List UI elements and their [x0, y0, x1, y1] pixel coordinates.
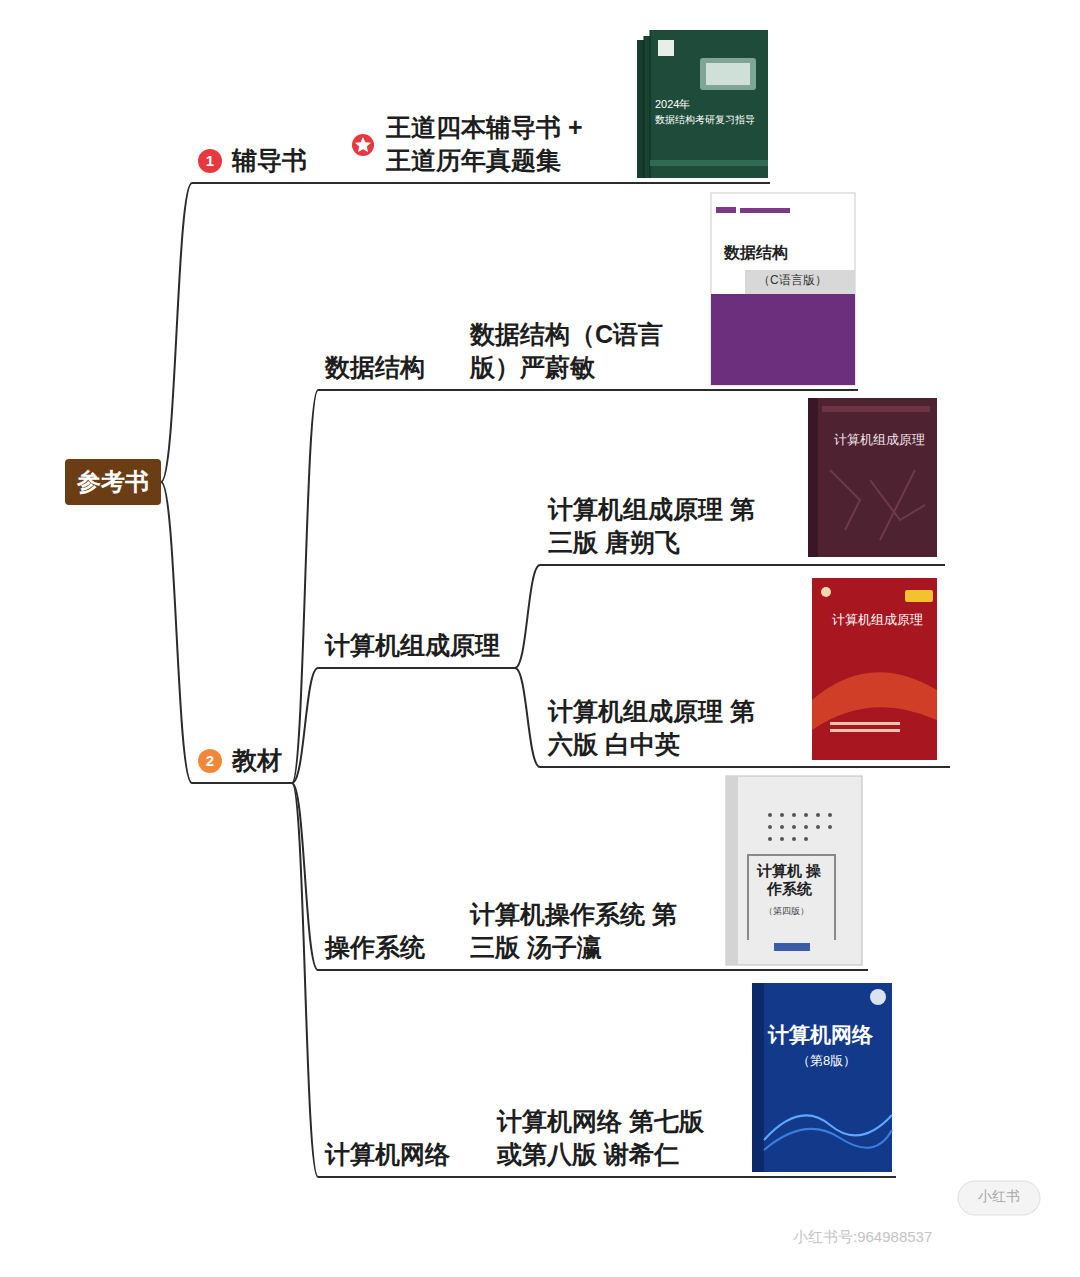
cover-title: （第四版） — [764, 906, 809, 917]
cover-title: 计算机 操作系统 — [752, 862, 826, 898]
network-book-cover — [752, 983, 892, 1172]
node-text: 计算机组成原理 第六版 白中英 — [548, 695, 770, 761]
node-text: 王道四本辅导书 + 王道历年真题集 — [386, 111, 596, 177]
node-text: 参考书 — [77, 466, 149, 498]
branch-connector — [515, 565, 540, 668]
callout-number: 1 — [198, 149, 222, 173]
node-text: 数据结构 — [325, 351, 425, 384]
cover-title: 计算机网络 — [768, 1022, 873, 1047]
organization-book-cover-6th — [812, 578, 937, 760]
wangdao-book-cover — [637, 30, 768, 178]
node-text: 计算机组成原理 第三版 唐朔飞 — [548, 493, 770, 559]
node-text: 操作系统 — [325, 931, 425, 964]
branch-node: 计算机组成原理 第六版 白中英 — [540, 695, 950, 768]
watermark-pill — [958, 1181, 1040, 1215]
branch-connector — [161, 482, 192, 783]
cover-title: 计算机组成原理 — [832, 612, 923, 628]
branch-node: 数据结构（C语言版）严蔚敏 — [466, 318, 858, 391]
cover-title: （第8版） — [797, 1053, 856, 1069]
branch-connector — [292, 390, 318, 783]
branch-connector — [292, 668, 318, 783]
node-text: 数据结构（C语言版）严蔚敏 — [470, 318, 675, 384]
branch-node: 2 教材 — [192, 744, 292, 784]
branch-node: 操作系统 — [318, 931, 458, 971]
organization-book-cover-3rd — [808, 398, 937, 557]
branch-connector — [515, 668, 540, 767]
node-text: 计算机操作系统 第三版 汤子瀛 — [470, 898, 692, 964]
star-badge — [352, 134, 374, 156]
branch-node: 计算机组成原理 — [318, 629, 515, 669]
branch-connector — [458, 389, 466, 391]
os-book-cover — [726, 776, 862, 965]
branch-node: 计算机组成原理 第三版 唐朔飞 — [540, 493, 945, 566]
cover-title: 计算机组成原理 — [834, 432, 925, 448]
node-text: 辅导书 — [232, 144, 307, 177]
node-text: 计算机组成原理 — [325, 629, 500, 662]
branch-node: 计算机网络 — [318, 1138, 488, 1178]
cover-title: 数据结构考研复习指导 — [655, 114, 755, 126]
branch-connector — [292, 783, 318, 1177]
cover-title: 2024年 — [655, 98, 690, 111]
branch-node: 计算机网络 第七版或第八版 谢希仁 — [494, 1105, 896, 1178]
node-text: 计算机网络 — [325, 1138, 450, 1171]
branch-node: 数据结构 — [318, 351, 458, 391]
branch-connector — [458, 969, 466, 971]
branch-node: 1 辅导书 — [192, 144, 342, 184]
cover-title: 数据结构 — [724, 243, 788, 262]
branch-connector — [292, 783, 318, 970]
watermark: 小红书号:964988537 — [793, 1228, 932, 1246]
watermark: 小红书 — [978, 1188, 1020, 1205]
node-text: 教材 — [232, 744, 282, 777]
branch-connector — [342, 182, 350, 184]
cover-title: （C语言版） — [758, 273, 827, 287]
branch-connector — [161, 183, 192, 482]
data-structure-book-cover — [711, 193, 855, 385]
node-text: 计算机网络 第七版或第八版 谢希仁 — [497, 1105, 719, 1171]
root-box: 参考书 — [65, 459, 161, 505]
callout-number: 2 — [198, 749, 222, 773]
